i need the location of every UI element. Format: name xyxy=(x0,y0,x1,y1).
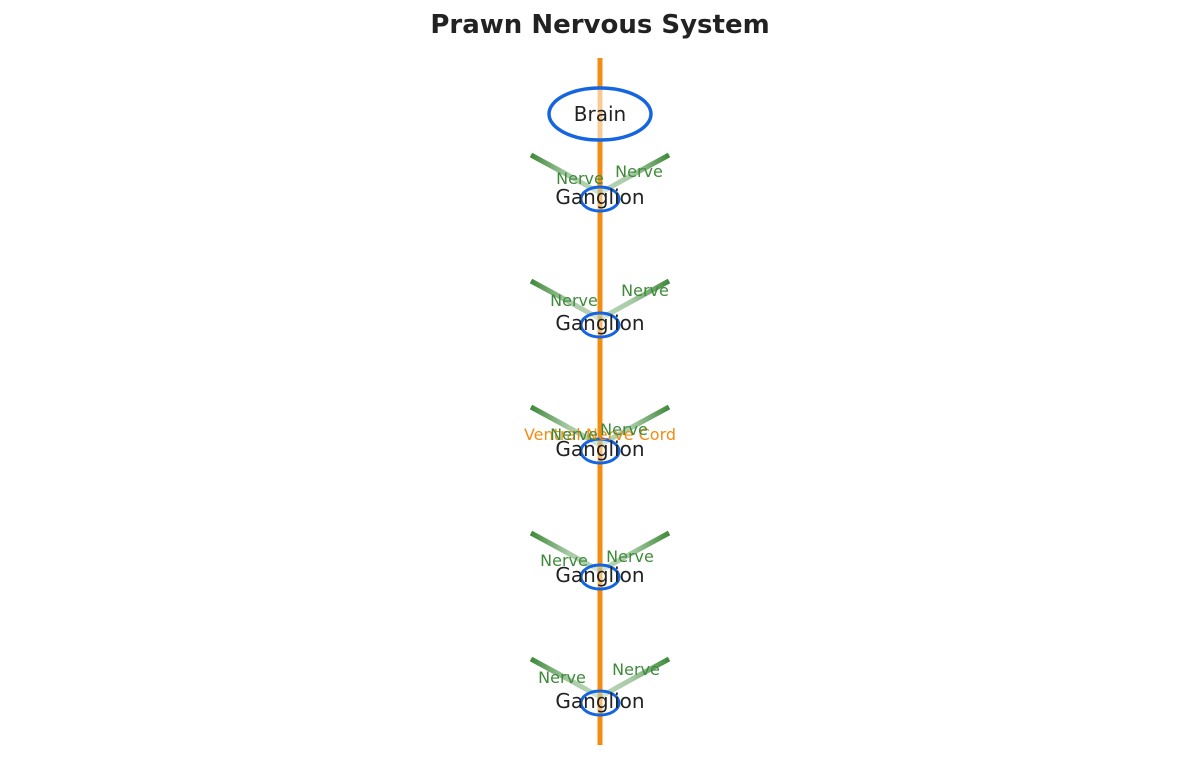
ganglion-label: Ganglion xyxy=(555,185,644,209)
ganglion-group: Ventral Nerve Cord Nerve Nerve Ganglion xyxy=(524,404,676,465)
nerve-left xyxy=(529,530,602,574)
ganglion-label: Ganglion xyxy=(555,689,644,713)
nerve-right xyxy=(598,278,671,322)
nerve-label-left: Nerve xyxy=(538,668,586,687)
ganglion-label: Ganglion xyxy=(555,563,644,587)
ganglion-group: Nerve Nerve Ganglion xyxy=(529,278,671,339)
ganglion-label: Ganglion xyxy=(555,437,644,461)
cord-label: Ventral Nerve Cord xyxy=(524,425,676,444)
ganglion-ring xyxy=(579,311,621,339)
ganglion-ring xyxy=(579,689,621,717)
ganglion-ring xyxy=(579,437,621,465)
nerve-right xyxy=(598,530,671,574)
nerve-left xyxy=(529,656,602,700)
ganglion-ring xyxy=(579,185,621,213)
nerve-label-left: Nerve xyxy=(540,551,588,570)
brain-outline xyxy=(547,86,653,142)
nerve-label-left: Nerve xyxy=(550,425,598,444)
nerve-right xyxy=(598,404,671,448)
nerve-label-left: Nerve xyxy=(556,169,604,188)
brain-node: Brain xyxy=(547,86,653,142)
ganglion-ring xyxy=(579,563,621,591)
ganglion-group: Nerve Nerve Ganglion xyxy=(529,530,671,591)
nerve-label-right: Nerve xyxy=(612,660,660,679)
ganglion-group: Nerve Nerve Ganglion xyxy=(529,152,671,213)
brain-label: Brain xyxy=(574,102,626,126)
nerve-left xyxy=(529,278,602,322)
nerve-label-right: Nerve xyxy=(600,420,648,439)
ganglion-label: Ganglion xyxy=(555,311,644,335)
nerve-left xyxy=(529,152,602,196)
nerve-label-left: Nerve xyxy=(550,291,598,310)
page-title: Prawn Nervous System xyxy=(430,10,770,40)
nerve-left xyxy=(529,404,602,448)
nerve-right xyxy=(598,656,671,700)
ganglion-group: Nerve Nerve Ganglion xyxy=(529,656,671,717)
nerve-label-right: Nerve xyxy=(615,162,663,181)
nerve-label-right: Nerve xyxy=(621,281,669,300)
nerve-label-right: Nerve xyxy=(606,547,654,566)
nerve-right xyxy=(598,152,671,196)
